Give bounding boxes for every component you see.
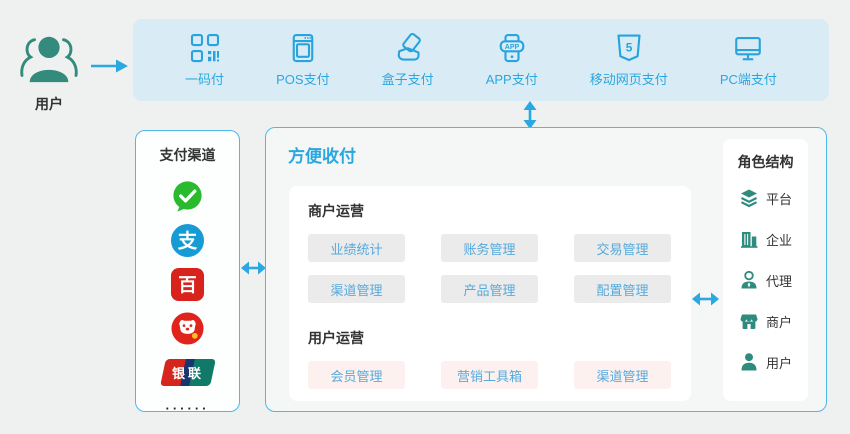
arrow-main-roles [692, 292, 719, 306]
html5-shield-icon: 5 [617, 33, 641, 61]
svg-text:5: 5 [625, 40, 632, 54]
merchant-ops-button[interactable]: 渠道管理 [308, 275, 405, 303]
main-panel: 方便收付 商户运营 业绩统计 账务管理 交易管理 渠道管理 产品管理 配置管理 … [265, 127, 827, 412]
topbar-item-pos-pay: POS支付 [276, 33, 330, 88]
alipay-icon: 支 [170, 223, 205, 257]
topbar-item-box-pay: 盒子支付 [381, 32, 434, 88]
user-ops-button[interactable]: 会员管理 [308, 361, 405, 389]
channel-baidu-wallet: 百 [170, 262, 205, 306]
main-panel-title: 方便收付 [288, 147, 356, 166]
layers-icon [740, 189, 757, 208]
channel-wechat [170, 174, 205, 218]
topbar-item-qr-pay: 一码付 [185, 33, 224, 88]
merchant-ops-grid: 业绩统计 账务管理 交易管理 渠道管理 产品管理 配置管理 [308, 234, 672, 303]
baidu-wallet-icon: 百 [170, 267, 205, 301]
qr-pay-icon [190, 33, 219, 62]
role-item-enterprise: 企业 [739, 229, 792, 249]
role-label: 代理 [765, 273, 792, 289]
merchant-ops-button[interactable]: 交易管理 [574, 234, 671, 262]
role-label: 用户 [765, 355, 792, 371]
payment-channels-title: 支付渠道 [159, 147, 216, 163]
agent-icon [741, 270, 757, 289]
user-ops-button[interactable]: 营销工具箱 [441, 361, 538, 389]
topbar-item-label: 移动网页支付 [589, 71, 668, 87]
arrow-user-to-topbar [91, 59, 128, 73]
channel-alipay: 支 [170, 218, 205, 262]
app-pay-icon: APP [499, 33, 525, 62]
pos-terminal-icon [292, 33, 314, 62]
wechat-pay-icon [173, 180, 202, 212]
operations-card: 商户运营 业绩统计 账务管理 交易管理 渠道管理 产品管理 配置管理 用户运营 … [289, 186, 691, 401]
user-source-label: 用户 [35, 96, 63, 112]
users-group-icon [20, 36, 78, 83]
topbar-item-label: 一码付 [185, 71, 225, 87]
merchant-ops-button[interactable]: 配置管理 [574, 275, 671, 303]
svg-text:APP: APP [505, 43, 520, 50]
channel-jd-pay [170, 306, 205, 350]
role-label: 企业 [765, 232, 792, 248]
topbar-item-label: APP支付 [485, 71, 538, 87]
payment-channels-panel: 支付渠道 支 百 [135, 130, 240, 415]
arrow-topbar-main [523, 101, 537, 129]
role-label: 商户 [765, 314, 792, 330]
role-item-platform: 平台 [739, 188, 792, 208]
role-label: 平台 [765, 191, 792, 207]
topbar-item-mobile-web-pay: 5 移动网页支付 [590, 33, 668, 88]
pc-monitor-icon [735, 36, 762, 60]
payment-methods-bar: 一码付 POS支付 盒子支付 APP APP支付 [133, 19, 829, 101]
role-item-merchant: 商户 [739, 311, 792, 331]
merchant-ops-button[interactable]: 账务管理 [441, 234, 538, 262]
role-structure-title: 角色结构 [737, 154, 794, 170]
channel-list: 支 百 银联 ······ [159, 174, 216, 424]
user-ops-heading: 用户运营 [308, 330, 364, 346]
role-item-agent: 代理 [739, 270, 792, 290]
unionpay-icon: 银联 [159, 358, 216, 386]
user-ops-button[interactable]: 渠道管理 [574, 361, 671, 389]
topbar-item-app-pay: APP APP支付 [486, 33, 538, 88]
svg-text:支: 支 [177, 229, 198, 252]
more-dots: ······ [165, 401, 210, 416]
topbar-item-label: 盒子支付 [381, 71, 434, 87]
jd-pay-icon [171, 311, 204, 345]
topbar-item-pc-pay: PC端支付 [720, 33, 777, 88]
user-source: 用户 [10, 31, 88, 114]
store-icon [740, 314, 758, 329]
topbar-item-label: PC端支付 [719, 71, 777, 87]
person-icon [741, 353, 757, 371]
merchant-ops-heading: 商户运营 [308, 203, 364, 219]
svg-text:百: 百 [178, 274, 196, 295]
arrow-channels-main [241, 261, 266, 275]
role-list: 平台 企业 代理 [739, 188, 792, 372]
merchant-ops-button[interactable]: 产品管理 [441, 275, 538, 303]
user-ops-grid: 会员管理 营销工具箱 渠道管理 [308, 361, 672, 389]
role-item-user: 用户 [739, 352, 792, 372]
merchant-ops-button[interactable]: 业绩统计 [308, 234, 405, 262]
topbar-item-label: POS支付 [276, 71, 330, 87]
box-pay-icon [397, 32, 421, 61]
channel-more: ······ [166, 394, 210, 424]
role-structure-card: 角色结构 平台 企业 [723, 139, 808, 401]
channel-unionpay: 银联 [159, 350, 216, 394]
building-icon [740, 232, 758, 248]
